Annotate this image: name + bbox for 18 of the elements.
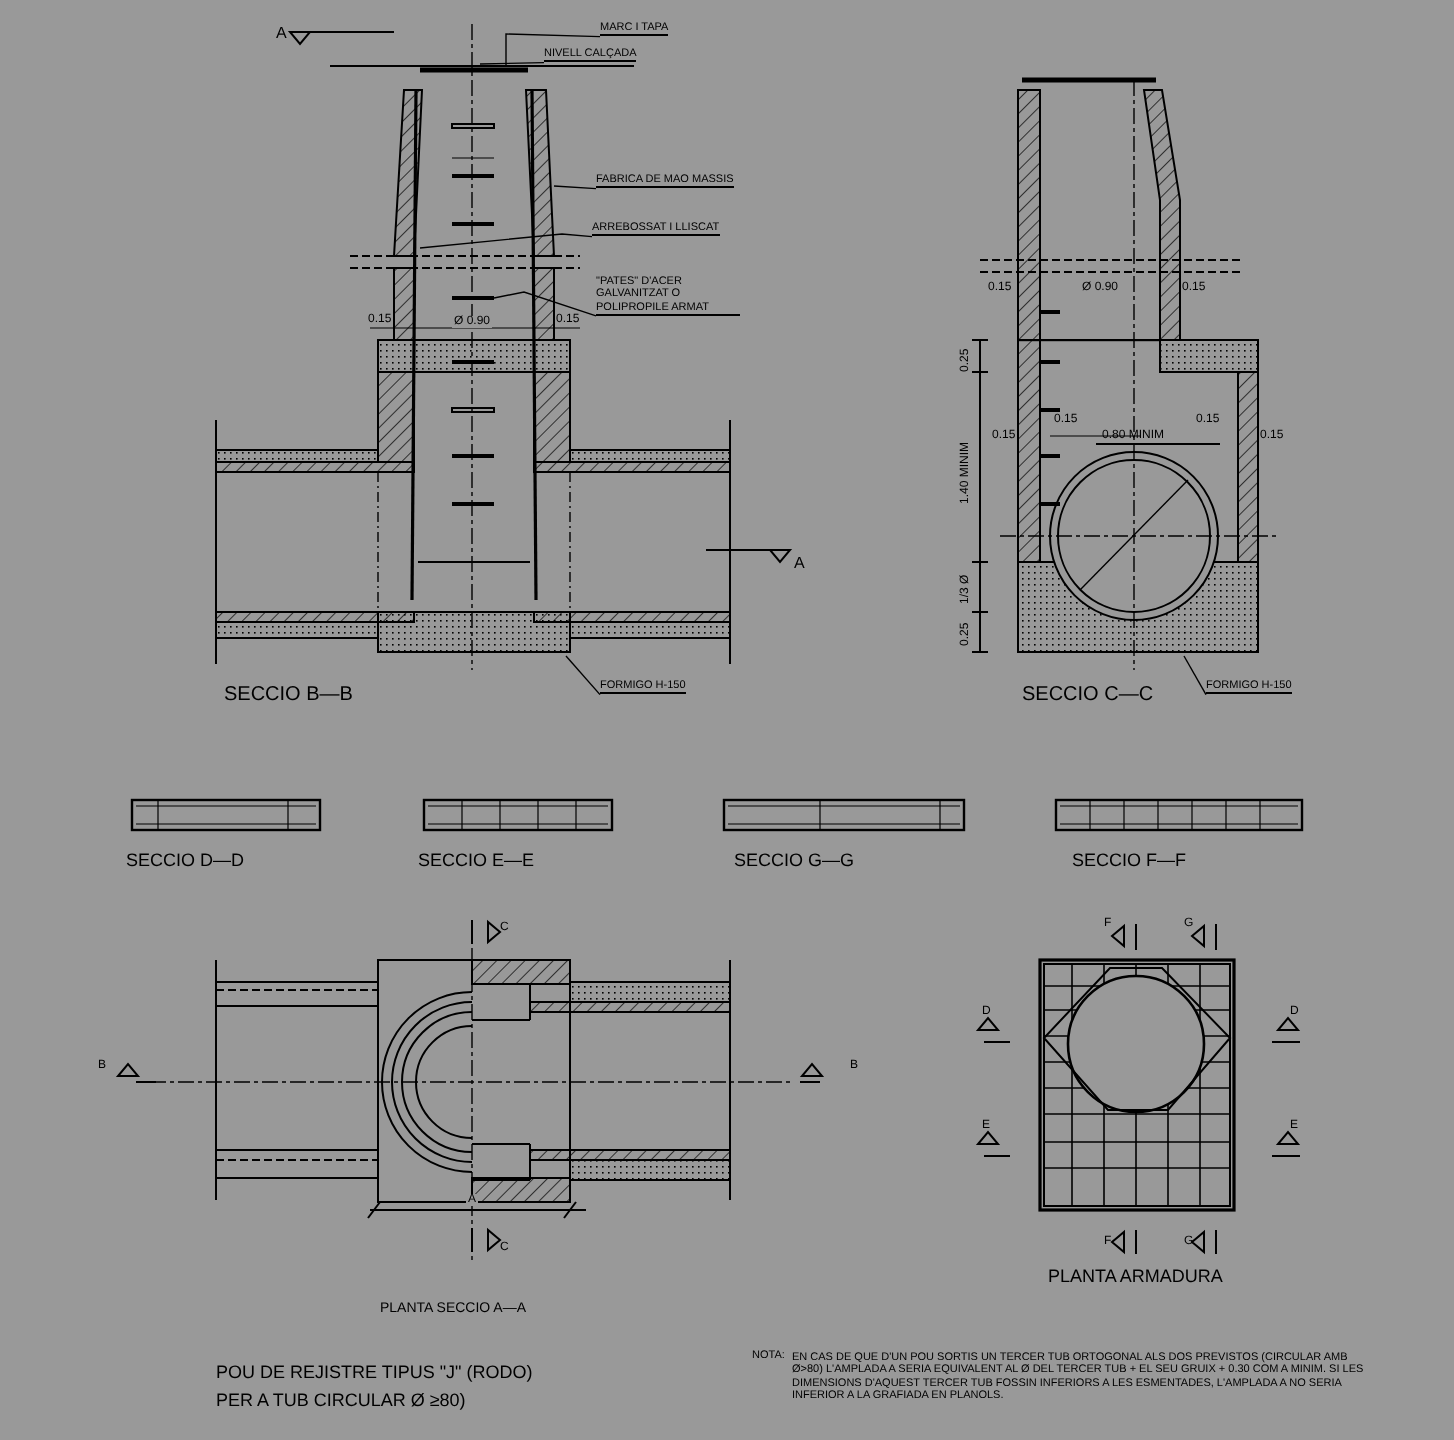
section-title: SECCIO E—E bbox=[418, 852, 535, 870]
leader-line bbox=[1183, 655, 1207, 696]
leader-line bbox=[419, 233, 593, 249]
leader-line bbox=[565, 655, 601, 696]
leader-line bbox=[479, 61, 545, 65]
section-marker-letter: A bbox=[794, 556, 805, 572]
leader-line bbox=[505, 33, 601, 67]
section-title: SECCIO B—B bbox=[224, 686, 353, 706]
section-title: PLANTA ARMADURA bbox=[1048, 1268, 1223, 1286]
drawing-title: POU DE REJISTRE TIPUS "J" (RODO) bbox=[216, 1364, 533, 1382]
leader-line bbox=[493, 291, 597, 317]
leader-line bbox=[553, 185, 597, 190]
section-title: SECCIO D—D bbox=[126, 852, 245, 870]
section-title: SECCIO C—C bbox=[1022, 686, 1154, 706]
section-title: SECCIO G—G bbox=[734, 852, 855, 870]
drawing-title: PER A TUB CIRCULAR Ø ≥80) bbox=[216, 1392, 466, 1410]
section-title: SECCIO F—F bbox=[1072, 852, 1187, 870]
section-marker-letter: A bbox=[276, 26, 287, 42]
